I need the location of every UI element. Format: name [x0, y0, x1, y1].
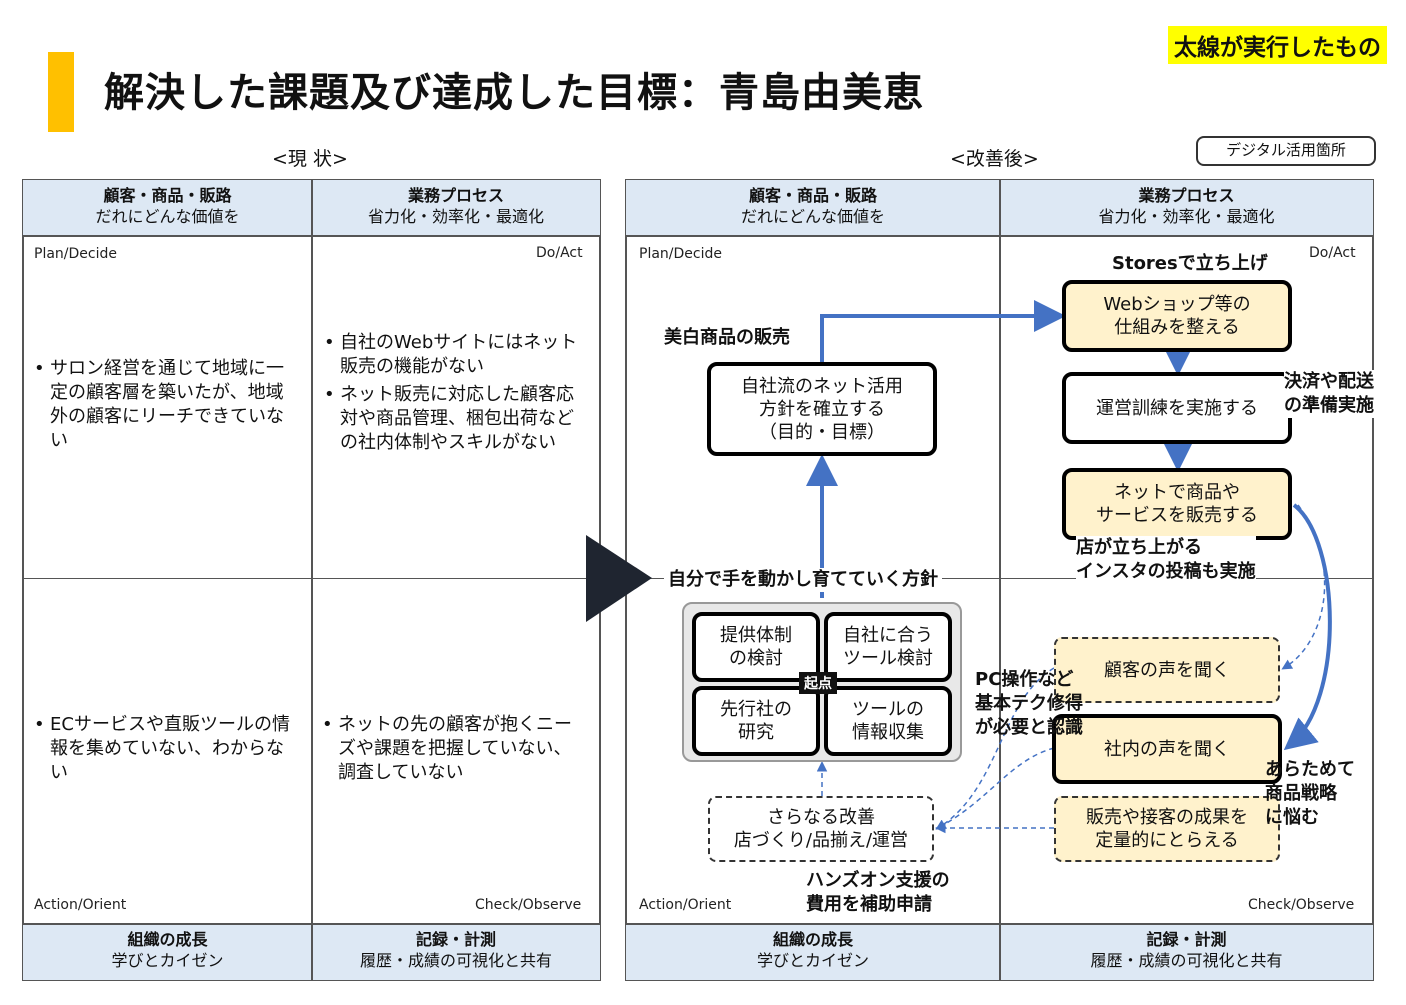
list-item: 自社のWebサイトにはネット販売の機能がない — [324, 331, 588, 379]
footer-title: 組織の成長 — [772, 930, 853, 949]
divider — [311, 180, 313, 980]
webshop-box: Webショップ等の 仕組みを整える — [1062, 280, 1292, 352]
improved-state-label: <改善後> — [950, 148, 1039, 170]
customer-voice-box: 顧客の声を聞く — [1054, 637, 1280, 703]
internal-voice-box: 社内の声を聞く — [1052, 714, 1282, 784]
header-title: 業務プロセス — [407, 186, 504, 205]
tool-review-box: 自社に合う ツール検討 — [824, 612, 952, 682]
footer-subtitle: 履歴・成績の可視化と共有 — [359, 951, 552, 970]
corner-check: Check/Observe — [475, 897, 582, 913]
header-title: 顧客・商品・販路 — [103, 186, 232, 205]
current-action-list: ECサービスや直販ツールの情報を集めていない、わからない — [34, 713, 300, 789]
improved-header-customer: 顧客・商品・販路 だれにどんな価値を — [626, 180, 1000, 237]
starting-point-badge: 起点 — [799, 672, 837, 694]
page-title: 解決した課題及び達成した目標：青島由美恵 — [104, 70, 924, 116]
footer-title: 記録・計測 — [1146, 930, 1227, 949]
footer-subtitle: 履歴・成績の可視化と共有 — [1090, 951, 1283, 970]
corner-plan: Plan/Decide — [639, 246, 722, 262]
policy-box: 自社流のネット活用 方針を確立する （目的・目標） — [707, 362, 937, 456]
training-box: 運営訓練を実施する — [1062, 372, 1292, 444]
header-subtitle: だれにどんな価値を — [95, 207, 240, 226]
note-pc-skills: PC操作など 基本テク修得 が必要と認識 — [975, 669, 1083, 738]
footer-subtitle: 学びとカイゼン — [111, 951, 224, 970]
sell-box: ネットで商品や サービスを販売する — [1062, 468, 1292, 540]
current-footer-record: 記録・計測 履歴・成績の可視化と共有 — [312, 923, 600, 980]
note-bihaku: 美白商品の販売 — [664, 326, 790, 350]
corner-do: Do/Act — [536, 245, 583, 261]
footer-title: 記録・計測 — [415, 930, 496, 949]
current-check-list: ネットの先の顧客が抱くニーズや課題を把握していない、調査していない — [322, 713, 588, 789]
list-item: サロン経営を通じて地域に一定の顧客層を築いたが、地域外の顧客にリーチできていない — [34, 357, 296, 453]
footer-title: 組織の成長 — [127, 930, 208, 949]
divider — [999, 180, 1001, 980]
list-item: ECサービスや直販ツールの情報を集めていない、わからない — [34, 713, 300, 785]
header-subtitle: 省力化・効率化・最適化 — [367, 207, 544, 226]
current-plan-list: サロン経営を通じて地域に一定の顧客層を築いたが、地域外の顧客にリーチできていない — [34, 357, 296, 457]
header-subtitle: 省力化・効率化・最適化 — [1098, 207, 1275, 226]
improved-footer-org: 組織の成長 学びとカイゼン — [626, 923, 1000, 980]
measure-results-box: 販売や接客の成果を 定量的にとらえる — [1054, 796, 1280, 862]
corner-check: Check/Observe — [1248, 897, 1355, 913]
corner-action: Action/Orient — [639, 897, 732, 913]
current-header-process: 業務プロセス 省力化・効率化・最適化 — [312, 180, 600, 237]
competitor-research-box: 先行社の 研究 — [692, 686, 820, 756]
note-launch: 店が立ち上がる インスタの投稿も実施 — [1076, 536, 1256, 584]
supply-system-box: 提供体制 の検討 — [692, 612, 820, 682]
current-header-customer: 顧客・商品・販路 だれにどんな価値を — [23, 180, 312, 237]
header-title: 業務プロセス — [1138, 186, 1235, 205]
tool-info-box: ツールの 情報収集 — [824, 686, 952, 756]
legend-note: 太線が実行したもの — [1168, 26, 1387, 64]
improved-footer-record: 記録・計測 履歴・成績の可視化と共有 — [1000, 923, 1373, 980]
note-stores: Storesで立ち上げ — [1112, 253, 1268, 274]
header-subtitle: だれにどんな価値を — [740, 207, 885, 226]
further-improvement-box: さらなる改善 店づくり/品揃え/運営 — [708, 796, 934, 862]
note-product-strategy: あらためて 商品戦略 に悩む — [1265, 759, 1355, 828]
note-payment: 決済や配送 の準備実施 — [1284, 370, 1374, 418]
digital-usage-badge: デジタル活用箇所 — [1196, 136, 1376, 166]
improved-header-process: 業務プロセス 省力化・効率化・最適化 — [1000, 180, 1373, 237]
divider — [626, 578, 1373, 579]
current-footer-org: 組織の成長 学びとカイゼン — [23, 923, 312, 980]
list-item: ネット販売に対応した顧客応対や商品管理、梱包出荷などの社内体制やスキルがない — [324, 383, 588, 455]
center-policy-label: 自分で手を動かし育てていく方針 — [664, 568, 942, 592]
current-do-list: 自社のWebサイトにはネット販売の機能がない ネット販売に対応した顧客応対や商品… — [324, 331, 588, 459]
corner-do: Do/Act — [1309, 245, 1356, 261]
note-handson-subsidy: ハンズオン支援の 費用を補助申請 — [806, 870, 950, 915]
current-state-label: <現 状> — [272, 148, 348, 170]
footer-subtitle: 学びとカイゼン — [756, 951, 869, 970]
corner-plan: Plan/Decide — [34, 246, 117, 262]
divider — [23, 578, 600, 579]
transition-arrow-icon — [586, 535, 652, 622]
corner-action: Action/Orient — [34, 897, 127, 913]
header-title: 顧客・商品・販路 — [748, 186, 877, 205]
title-accent-bar — [48, 52, 74, 132]
list-item: ネットの先の顧客が抱くニーズや課題を把握していない、調査していない — [322, 713, 588, 785]
